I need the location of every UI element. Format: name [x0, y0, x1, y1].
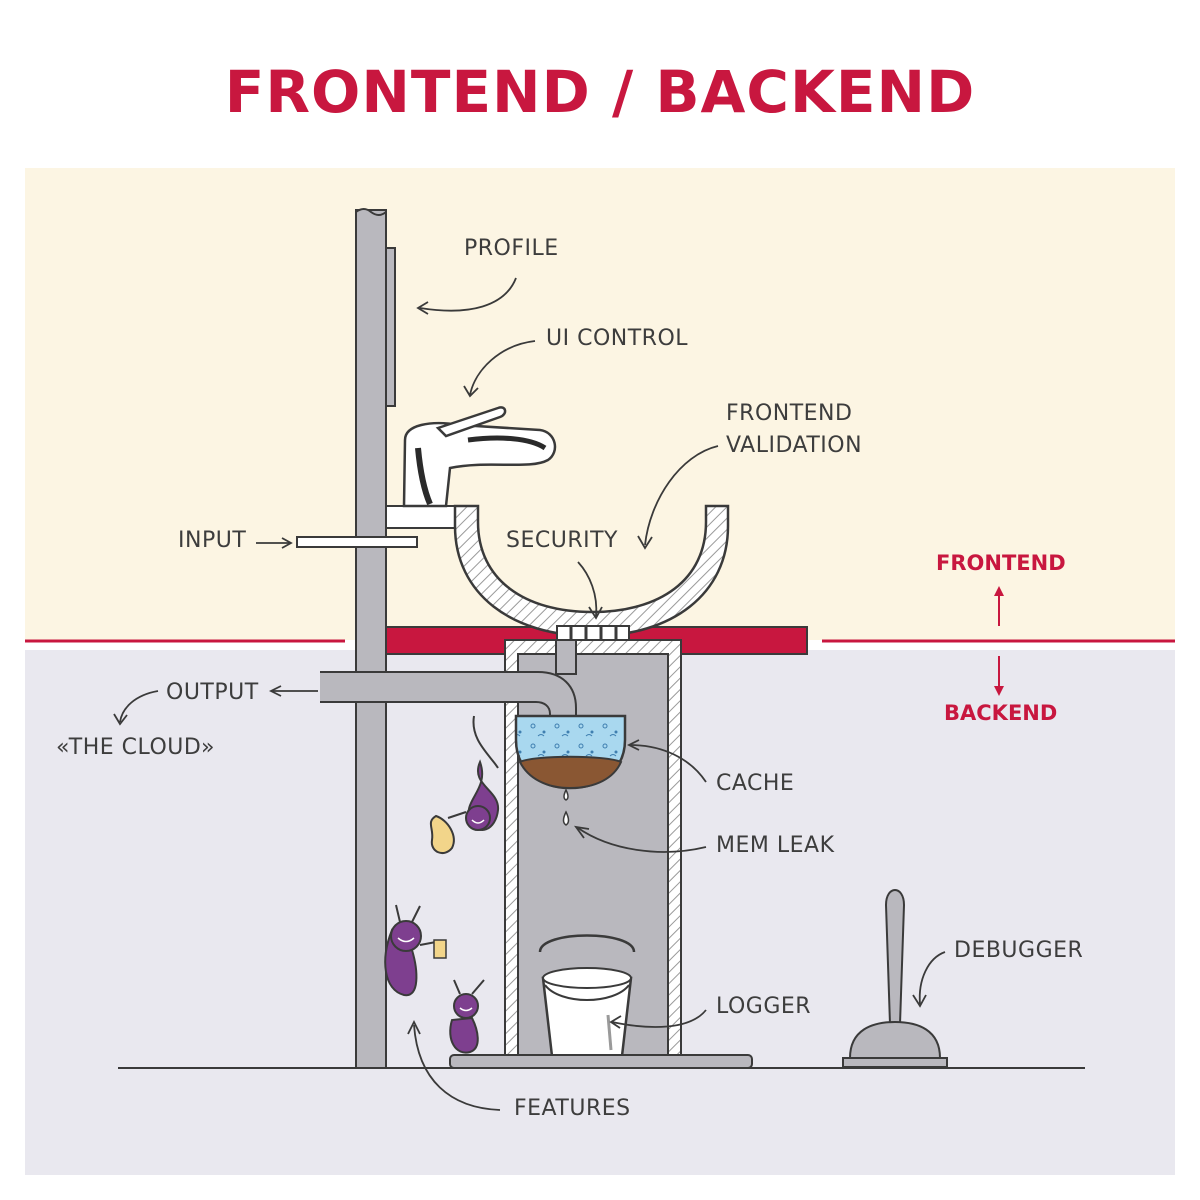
logger-bucket [538, 934, 636, 1058]
security-arrow [577, 561, 598, 617]
debugger-arrow [918, 951, 946, 1005]
profile-arrow [419, 277, 517, 312]
ui-control-label: UI CONTROL [546, 326, 689, 351]
sink-basin [453, 504, 730, 638]
input-label: INPUT [178, 528, 247, 553]
cache-bowl [514, 714, 627, 790]
output-label: OUTPUT [166, 680, 259, 705]
features-label: FEATURES [514, 1096, 631, 1121]
frontend-up-arrow [994, 586, 1004, 626]
logger-label: LOGGER [716, 994, 812, 1019]
mem-leak-label: MEM LEAK [716, 833, 835, 858]
security-label: SECURITY [506, 528, 618, 553]
frontend-zone-label: FRONTEND [936, 551, 1066, 575]
backend-zone-label: BACKEND [944, 701, 1058, 725]
bug-climbing [384, 904, 447, 997]
debugger-plunger [842, 889, 948, 1068]
cache-label: CACHE [716, 771, 795, 796]
backend-down-arrow [994, 656, 1004, 696]
frontend-validation-arrow [644, 445, 719, 546]
faucet [402, 406, 557, 508]
profile-panel [385, 247, 396, 407]
profile-label: PROFILE [464, 236, 559, 261]
features-arrow [413, 1024, 501, 1111]
bug-hanging [429, 715, 500, 855]
the-cloud-label: «THE CLOUD» [56, 735, 215, 760]
input-pipe [296, 536, 418, 548]
wall-pipe [355, 209, 387, 1069]
logger-arrow [611, 1009, 707, 1028]
debugger-label: DEBUGGER [954, 938, 1084, 963]
bug-small [449, 979, 485, 1054]
page-title: FRONTEND / BACKEND [224, 58, 976, 126]
frontend-validation-label-line1: FRONTEND [726, 401, 853, 426]
cloud-arrow [119, 690, 159, 723]
mem-leak-arrow [577, 827, 707, 853]
frontend-validation-label-line2: VALIDATION [726, 433, 863, 458]
cache-arrow [629, 744, 707, 783]
drain-grate [556, 625, 630, 641]
base-plate [449, 1054, 753, 1069]
ui-control-arrow [469, 340, 536, 396]
mem-leak-drops [562, 788, 570, 826]
frontend-zone [25, 168, 1175, 640]
